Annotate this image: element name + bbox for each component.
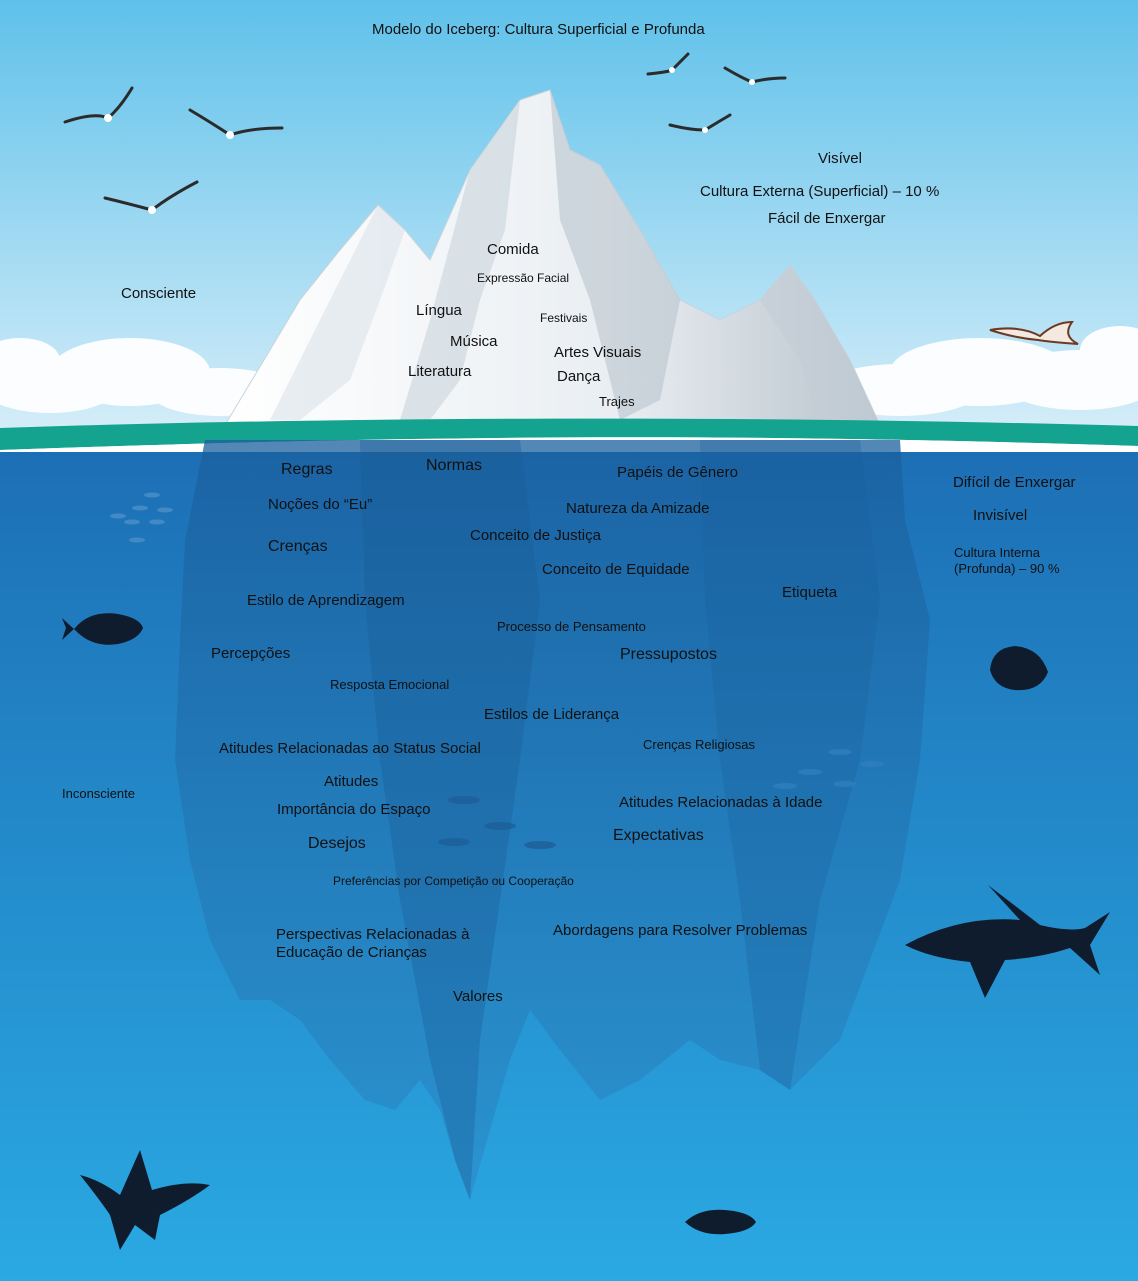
label-unconscious: Inconsciente — [62, 786, 135, 801]
item-language: Língua — [416, 302, 462, 319]
item-religious-beliefs: Crenças Religiosas — [643, 737, 755, 752]
item-thinking-process: Processo de Pensamento — [497, 619, 646, 634]
item-attitudes: Atitudes — [324, 773, 379, 790]
item-facial-expression: Expressão Facial — [477, 271, 570, 285]
item-child-rearing: Perspectivas Relacionadas à Educação de … — [276, 926, 470, 961]
item-friendship: Natureza da Amizade — [566, 500, 710, 517]
item-social-status: Atitudes Relacionadas ao Status Social — [219, 740, 481, 757]
item-beliefs: Crenças — [268, 538, 328, 555]
item-emotional-response: Resposta Emocional — [330, 677, 450, 692]
item-age-attitudes: Atitudes Relacionadas à Idade — [619, 794, 823, 811]
fish-silhouettes — [62, 613, 1048, 1235]
item-food: Comida — [487, 241, 539, 258]
item-leadership-styles: Estilos de Liderança — [484, 706, 620, 723]
item-equity: Conceito de Equidade — [542, 561, 690, 578]
item-norms: Normas — [426, 457, 483, 474]
item-learning-style: Estilo de Aprendizagem — [247, 592, 405, 609]
item-etiquette: Etiqueta — [782, 584, 838, 601]
label-visible: Visível — [818, 150, 862, 167]
iceberg-underwater — [175, 440, 930, 1200]
item-visual-arts: Artes Visuais — [554, 344, 642, 361]
fish-school-left — [110, 492, 173, 543]
shark-bottom-left — [80, 1150, 210, 1250]
item-dance: Dança — [557, 368, 601, 385]
item-expectations: Expectativas — [613, 827, 704, 844]
item-problem-solving: Abordagens para Resolver Problemas — [553, 922, 808, 939]
label-external-culture: Cultura Externa (Superficial) – 10 % — [700, 183, 940, 200]
fish-school-center — [438, 796, 556, 849]
waterline — [0, 418, 1138, 450]
fish-school-right — [773, 749, 884, 789]
item-values: Valores — [453, 988, 503, 1005]
item-perceptions: Percepções — [211, 645, 291, 662]
item-competition: Preferências por Competição ou Cooperaçã… — [333, 874, 574, 888]
clouds — [0, 326, 1138, 416]
item-gender-roles: Papéis de Gênero — [617, 464, 738, 481]
label-conscious: Consciente — [121, 285, 197, 302]
item-justice: Conceito de Justiça — [470, 527, 601, 544]
item-costumes: Trajes — [599, 394, 635, 409]
label-easy-to-see: Fácil de Enxergar — [768, 210, 886, 227]
item-assumptions: Pressupostos — [620, 646, 717, 663]
item-literature: Literatura — [408, 363, 472, 380]
item-music: Música — [450, 333, 498, 350]
label-invisible: Invisível — [973, 507, 1028, 524]
item-space-importance: Importância do Espaço — [277, 801, 431, 818]
item-rules: Regras — [281, 461, 333, 478]
label-hard-to-see: Difícil de Enxergar — [953, 474, 1076, 491]
item-desires: Desejos — [308, 835, 366, 852]
shark-right — [905, 885, 1110, 998]
flying-gull — [989, 320, 1079, 345]
diagram-title: Modelo do Iceberg: Cultura Superficial e… — [372, 21, 705, 38]
item-self-notions: Noções do “Eu” — [268, 496, 373, 513]
label-internal-culture: Cultura Interna (Profunda) – 90 % — [954, 545, 1060, 576]
item-festivals: Festivais — [540, 311, 588, 325]
